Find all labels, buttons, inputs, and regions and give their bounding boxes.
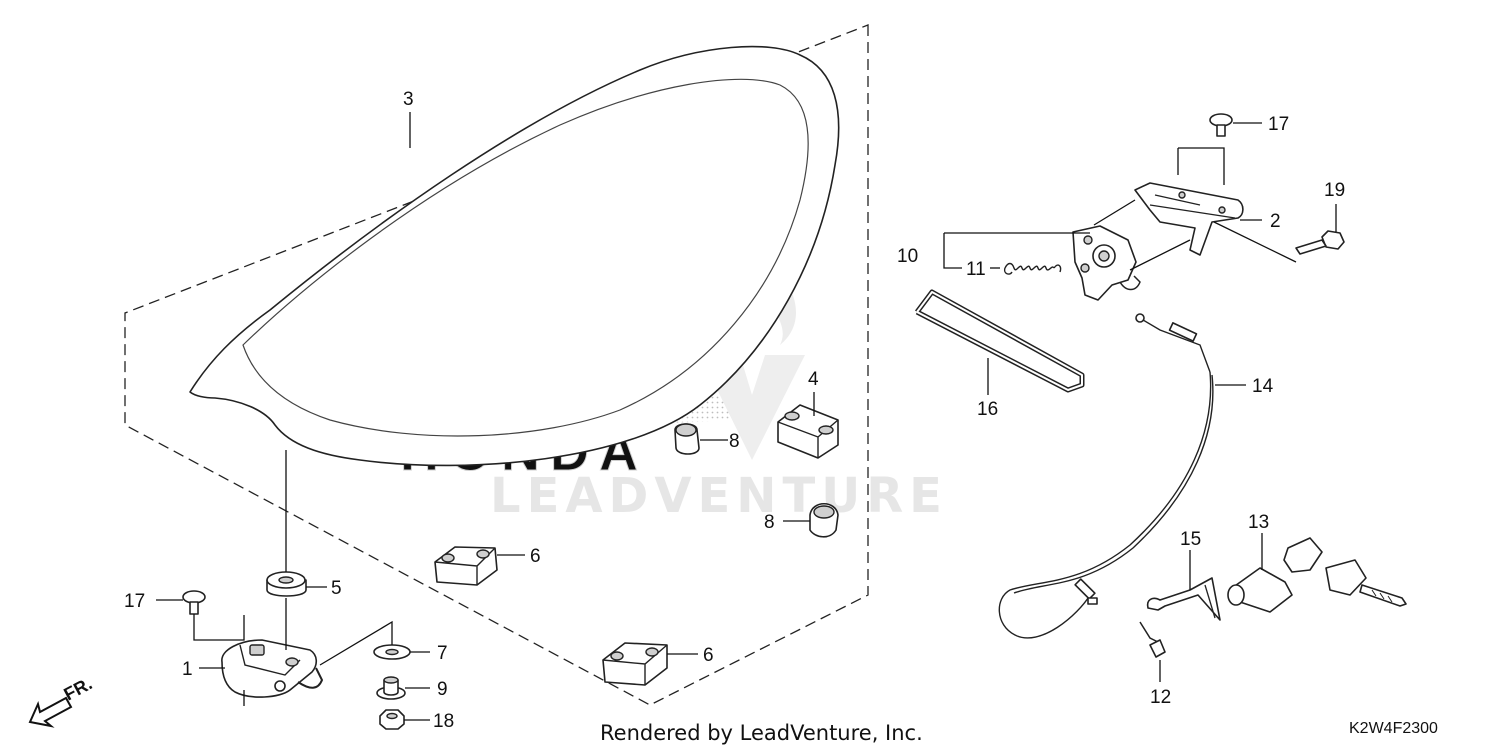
leadventure-wordmark: LEADVENTURE: [490, 468, 948, 524]
right-group-leaders: [943, 122, 1337, 682]
callout-12: 12: [1150, 687, 1171, 708]
diagram-code: K2W4F2300: [1349, 720, 1438, 737]
rubber-cushion-part-6-lower[interactable]: [602, 642, 668, 686]
key-cylinder-part-13[interactable]: [1227, 537, 1407, 613]
screw-part-17-left[interactable]: [182, 590, 206, 615]
callout-4: 4: [808, 369, 819, 390]
callout-16: 16: [977, 399, 998, 420]
callout-19: 19: [1324, 180, 1345, 201]
washer-part-7[interactable]: [373, 644, 411, 660]
spring-part-11[interactable]: [1003, 262, 1062, 275]
callout-labels: 3 4 8 8 6 6 5 17 1 7 9 18 17 19 2 10 11 …: [124, 89, 1345, 732]
callout-8-upper: 8: [729, 431, 740, 452]
clip-part-12[interactable]: [1139, 621, 1166, 658]
callout-6-lower: 6: [703, 645, 714, 666]
rubber-part-8-upper[interactable]: [674, 423, 700, 455]
callout-6-middle: 6: [530, 546, 541, 567]
rendered-by-credit: Rendered by LeadVenture, Inc.: [600, 721, 923, 745]
callout-10: 10: [897, 246, 918, 267]
seat-lock-cable-part-14[interactable]: [998, 313, 1214, 639]
callout-7: 7: [437, 643, 448, 664]
callout-9: 9: [437, 679, 448, 700]
callout-3: 3: [403, 89, 414, 110]
callout-17-left: 17: [124, 591, 145, 612]
callout-8-lower: 8: [764, 512, 775, 533]
seat-lock-assembly-part-10[interactable]: [1072, 225, 1141, 301]
callout-15: 15: [1180, 529, 1201, 550]
callout-2: 2: [1270, 211, 1281, 232]
seat-group-boundary: [124, 24, 869, 706]
callout-5: 5: [331, 578, 342, 599]
rubber-cushion-part-6-middle[interactable]: [434, 546, 498, 586]
rubber-part-8-lower[interactable]: [809, 502, 839, 538]
collar-part-9[interactable]: [376, 676, 406, 700]
left-group-leaders: [156, 112, 815, 721]
callout-11: 11: [966, 259, 986, 280]
cushion-part-5[interactable]: [266, 571, 307, 597]
callout-13: 13: [1248, 512, 1269, 533]
seat-part-3[interactable]: [189, 45, 840, 467]
rail-part-16[interactable]: [915, 289, 1085, 393]
front-direction-arrow: FR.: [28, 673, 95, 728]
callout-18: 18: [433, 711, 454, 732]
hook-plate-part-15[interactable]: [1146, 577, 1221, 621]
callout-14: 14: [1252, 376, 1274, 397]
rubber-cushion-part-4[interactable]: [777, 404, 839, 459]
callout-1: 1: [182, 659, 193, 680]
bolt-part-19[interactable]: [1295, 230, 1345, 255]
seat-hook-part-1[interactable]: [221, 639, 324, 698]
screw-part-17-right[interactable]: [1209, 113, 1233, 137]
callout-17-right: 17: [1268, 114, 1289, 135]
lock-bracket-part-2[interactable]: [1134, 182, 1244, 256]
nut-part-18[interactable]: [379, 709, 405, 730]
